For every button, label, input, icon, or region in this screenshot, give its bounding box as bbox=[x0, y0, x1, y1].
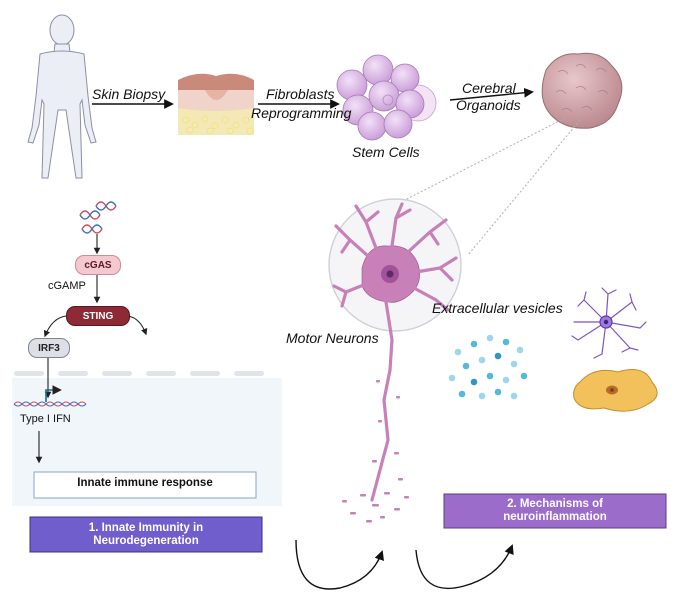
mechanisms-box bbox=[443, 493, 667, 529]
mech-title-line1: 2. Mechanisms of bbox=[507, 498, 603, 510]
innate-title-line2: Neurodegeneration bbox=[93, 534, 199, 547]
innate-title-line1: 1. Innate Immunity in bbox=[88, 521, 204, 534]
type-ifn-label: Type I IFN bbox=[20, 413, 71, 425]
cerebral-label: Cerebral bbox=[462, 80, 516, 96]
human-body-icon bbox=[27, 14, 97, 179]
stem-cells-label: Stem Cells bbox=[352, 144, 420, 160]
organoid-icon bbox=[541, 52, 623, 129]
curved-arrow-left bbox=[295, 539, 384, 590]
zoom-line-left bbox=[404, 117, 566, 201]
astrocyte-icon bbox=[573, 369, 658, 412]
arrow-organoids bbox=[449, 87, 534, 101]
motor-neuron-icon bbox=[332, 202, 458, 523]
skin-tissue-icon bbox=[178, 73, 254, 135]
curved-arrow-right bbox=[415, 544, 514, 590]
mech-title-line2: neuroinflammation bbox=[503, 511, 607, 523]
cell-membrane bbox=[14, 371, 264, 376]
fibroblasts-label: Fibroblasts bbox=[266, 86, 335, 102]
organoids-label: Organoids bbox=[456, 97, 521, 113]
vesicles-icon bbox=[448, 334, 528, 400]
dna-icon bbox=[79, 201, 117, 234]
skin-biopsy-label: Skin Biopsy bbox=[92, 86, 166, 102]
sting-pill: STING bbox=[66, 306, 130, 326]
innate-immunity-box bbox=[29, 516, 263, 553]
extracellular-vesicles-label: Extracellular vesicles bbox=[432, 300, 563, 316]
innate-response-text: Innate immune response bbox=[77, 477, 213, 489]
motor-neurons-label: Motor Neurons bbox=[286, 330, 379, 346]
stem-cell-cluster-icon bbox=[336, 54, 437, 141]
microglia-icon bbox=[571, 287, 647, 359]
innate-response-box bbox=[33, 471, 257, 499]
cgamp-label: cGAMP bbox=[48, 280, 86, 292]
mechanisms-title: 2. Mechanisms of neuroinflammation bbox=[444, 494, 666, 528]
cgas-pill: cGAS bbox=[75, 255, 121, 275]
zoom-line-right bbox=[467, 119, 581, 256]
gene-icon bbox=[13, 385, 87, 407]
reprogramming-label: Reprogramming bbox=[251, 105, 352, 121]
irf3-pill: IRF3 bbox=[28, 338, 70, 358]
innate-immunity-title: 1. Innate Immunity in Neurodegeneration bbox=[30, 517, 262, 552]
